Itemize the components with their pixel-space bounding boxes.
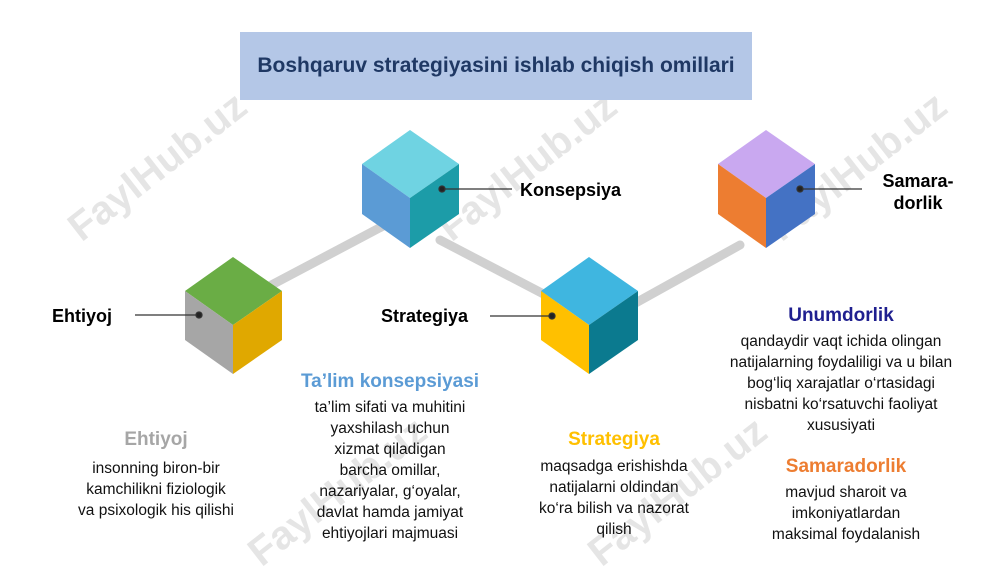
connector-line (627, 240, 745, 310)
cube-samaradorlik (718, 130, 815, 248)
desc-unumdorlik: Unumdorlik qandaydir vaqt ichida olingan… (700, 304, 982, 436)
pointer-dot (548, 312, 556, 320)
cube-right-face (233, 291, 282, 374)
desc-talim-konsepsiyasi: Ta’lim konsepsiyasi ta’lim sifati va muh… (270, 370, 510, 544)
cube-top-face (718, 130, 815, 198)
cube-left-face (185, 291, 233, 374)
connector-line (257, 220, 390, 295)
node-label-ehtiyoj: Ehtiyoj (52, 306, 113, 326)
desc-heading: Ehtiyoj (124, 429, 188, 450)
page-title: Boshqaruv strategiyasini ishlab chiqish … (257, 54, 735, 77)
node-label-line: dorlik (893, 193, 943, 213)
cube-left-face (718, 164, 766, 248)
desc-strategiya: Strategiya maqsadga erishishda natijalar… (500, 428, 728, 540)
desc-line: mavjud sharoit va (785, 484, 907, 501)
cube-strategiya (541, 257, 638, 374)
desc-samaradorlik: Samaradorlik mavjud sharoit va imkoniyat… (730, 455, 962, 545)
connector-lines (257, 220, 745, 310)
desc-line: imkoniyatlardan (791, 505, 901, 522)
desc-ehtiyoj: Ehtiyoj insonning biron-bir kamchilikni … (48, 428, 264, 521)
desc-line: insonning biron-bir (92, 460, 220, 477)
cube-top-face (541, 257, 638, 325)
pointer-dot (195, 311, 203, 319)
desc-line: ehtiyojlari majmuasi (321, 525, 459, 542)
cube-ehtiyoj (185, 257, 282, 374)
connector-line (435, 235, 560, 305)
node-label-samaradorlik: Samara- dorlik (866, 170, 970, 214)
cube-left-face (541, 291, 589, 374)
desc-line: maksimal foydalanish (771, 526, 921, 543)
cube-right-face (589, 291, 638, 374)
desc-line: qilish (596, 521, 632, 538)
desc-line: ta’lim sifati va muhitini (314, 399, 466, 416)
desc-line: nisbatni ko‘rsatuvchi faoliyat (744, 396, 938, 413)
desc-line: natijalarning foydaliligi va u bilan (729, 354, 953, 371)
desc-line: maqsadga erishishda (540, 458, 688, 475)
desc-line: xususiyati (806, 417, 876, 434)
node-label-strategiya: Strategiya (381, 306, 469, 326)
cube-top-face (362, 130, 459, 198)
desc-line: barcha omillar, (339, 462, 441, 479)
desc-heading: Unumdorlik (788, 305, 894, 326)
cube-right-face (410, 164, 459, 248)
node-label-line: Samara- (882, 171, 954, 191)
desc-line: yaxshilash uchun (330, 420, 450, 437)
desc-line: bog‘liq xarajatlar o‘rtasidagi (747, 375, 935, 392)
desc-line: natijalarni oldindan (549, 479, 679, 496)
desc-line: xizmat qiladigan (334, 441, 446, 458)
desc-line: qandaydir vaqt ichida olingan (740, 333, 942, 350)
desc-line: ko‘ra bilish va nazorat (539, 500, 689, 517)
cube-right-face (766, 164, 815, 248)
desc-line: kamchilikni fiziologik (86, 481, 226, 498)
desc-line: davlat hamda jamiyat (316, 504, 464, 521)
node-label-konsepsiya: Konsepsiya (520, 180, 622, 200)
cube-left-face (362, 164, 410, 248)
diagram-graphic (135, 130, 862, 374)
cube-konsepsiya (362, 130, 459, 248)
desc-heading: Strategiya (568, 429, 660, 450)
pointer-dot (796, 185, 804, 193)
desc-heading: Ta’lim konsepsiyasi (300, 371, 480, 392)
cube-top-face (185, 257, 282, 325)
desc-heading: Samaradorlik (785, 456, 907, 477)
title-box: Boshqaruv strategiyasini ishlab chiqish … (240, 32, 752, 100)
desc-line: nazariyalar, g‘oyalar, (319, 483, 461, 500)
pointer-dot (438, 185, 446, 193)
desc-line: va psixologik his qilishi (78, 502, 234, 519)
